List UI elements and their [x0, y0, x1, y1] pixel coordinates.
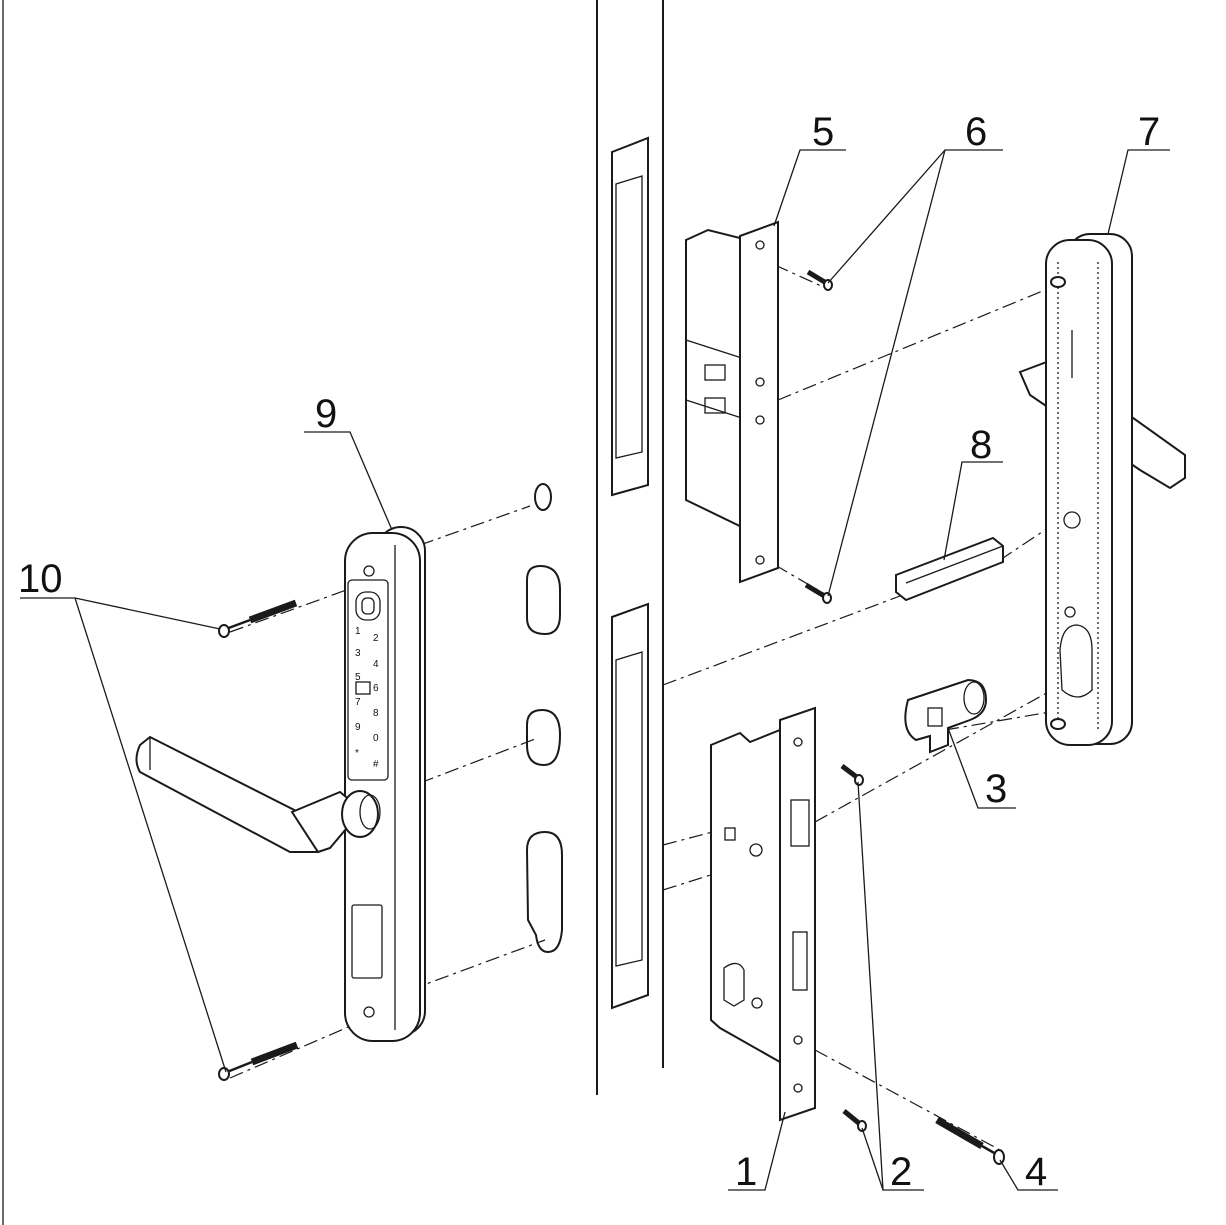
strike-screw-top [806, 269, 833, 291]
key-0: 0 [373, 733, 379, 744]
callout-9: 9 [315, 392, 337, 436]
callout-10: 10 [18, 557, 63, 601]
euro-cylinder [904, 678, 988, 754]
back-panel [1018, 233, 1186, 746]
front-panel-smart-lock [344, 526, 426, 1042]
lever-handle [135, 735, 381, 854]
key-3: 3 [355, 648, 361, 659]
callouts: 1 2 3 4 5 6 7 8 9 10 [18, 110, 1160, 1194]
key-6: 6 [373, 683, 379, 694]
door-panel [2, 0, 664, 1225]
key-2: 2 [373, 633, 379, 644]
screw-upper-left [218, 599, 298, 638]
strike-box [685, 220, 779, 584]
leader-lines [20, 149, 1170, 1191]
key-1: 1 [355, 626, 361, 637]
cylinder-screw [935, 1116, 1005, 1165]
assembly-centerlines [229, 264, 1061, 1151]
screw-lower-left [218, 1041, 299, 1081]
square-spindle [895, 536, 1004, 602]
faceplate-screw-top [840, 764, 864, 786]
key-7: 7 [355, 697, 361, 708]
mortise-lock-body [710, 706, 816, 1122]
callout-2: 2 [890, 1150, 912, 1194]
key-5: 5 [355, 672, 361, 683]
callout-6: 6 [965, 110, 987, 154]
callout-3: 3 [985, 767, 1007, 811]
callout-7: 7 [1138, 110, 1160, 154]
strike-screw-bottom [804, 582, 832, 604]
key-hash: # [373, 759, 379, 770]
faceplate-screw-bottom [842, 1109, 867, 1132]
key-4: 4 [373, 659, 379, 670]
key-star: * [355, 748, 359, 759]
callout-8: 8 [970, 423, 992, 467]
callout-5: 5 [812, 110, 834, 154]
callout-1: 1 [735, 1150, 757, 1194]
keypad: 1 2 3 4 5 6 7 8 9 0 * # [355, 626, 379, 770]
key-8: 8 [373, 708, 379, 719]
callout-4: 4 [1025, 1150, 1047, 1194]
key-9: 9 [355, 722, 361, 733]
